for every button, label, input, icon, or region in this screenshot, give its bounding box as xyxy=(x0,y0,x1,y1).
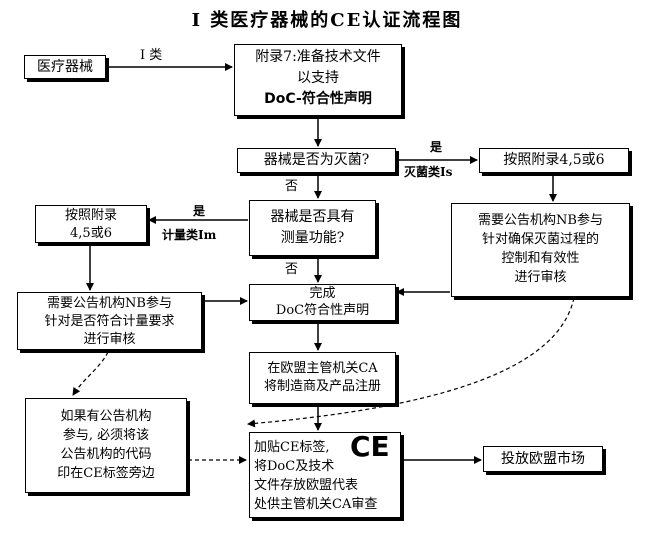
complete-line1: 完成 xyxy=(309,286,336,301)
annex7-line3: DoC-符合性声明 xyxy=(235,89,401,110)
dashed-nbsterile-to-code xyxy=(247,297,575,428)
annex456-right-box: 按照附录4,5或6 xyxy=(479,148,629,173)
medical-device-box: 医疗器械 xyxy=(24,55,106,79)
diagram-title: I 类医疗器械的CE认证流程图 xyxy=(191,10,463,31)
nb-sterile-line1: 需要公告机构NB参与 xyxy=(452,211,629,230)
nb-sterile-text1: 需要公告机构NB参与 xyxy=(478,213,603,228)
class1-label: I 类 xyxy=(140,48,163,63)
annex7-box: 附录7:准备技术文件 以支持 DoC-符合性声明 xyxy=(234,44,402,116)
nb-measure-line1: 需要公告机构NB参与 xyxy=(47,296,172,311)
nb-measure-line2: 针对是否符合计量要求 xyxy=(44,314,175,329)
yes-label-measure: 是 xyxy=(193,204,206,218)
ce-label-line1: 加贴CE标签, xyxy=(254,440,330,455)
nb-sterile-line4: 进行审核 xyxy=(514,270,567,285)
yes-label-sterile: 是 xyxy=(430,140,443,154)
sterile-class-label: 灭菌类Is xyxy=(404,165,453,179)
sterile-question-box: 器械是否为灭菌? xyxy=(237,148,396,173)
nb-code-line2: 参与, 必须将该 xyxy=(62,428,150,443)
ca-line1: 在欧盟主管机关CA xyxy=(267,361,378,376)
ca-line2: 将制造商及产品注册 xyxy=(263,379,381,394)
nb-sterile-line2: 针对确保灭菌过程的 xyxy=(481,232,599,247)
nb-code-box: 如果有公告机构 参与, 必须将该 公告机构的代码 印在CE标签旁边 xyxy=(25,398,187,493)
annex7-line1: 附录7:准备技术文件 xyxy=(255,49,381,65)
nb-code-line4: 印在CE标签旁边 xyxy=(57,466,155,481)
ca-register-box: 在欧盟主管机关CA 将制造商及产品注册 xyxy=(249,352,396,404)
annex-left-line1: 按照附录 xyxy=(64,208,117,223)
nb-code-line3: 公告机构的代码 xyxy=(60,447,152,462)
dashed-nbmeasure-to-code xyxy=(72,351,109,396)
annex7-line2: 以支持 xyxy=(297,70,339,86)
complete-line2: DoC符合性声明 xyxy=(275,303,370,318)
complete-doc-box: 完成 DoC符合性声明 xyxy=(249,284,396,321)
ce-label-line2: 将DoC及技术 xyxy=(254,459,335,474)
ce-label-line4: 处供主管机关CA审查 xyxy=(254,497,378,512)
nb-sterile-line3: 控制和有效性 xyxy=(501,251,580,266)
no-label-2: 否 xyxy=(285,262,299,277)
measure-class-label: 计量类Im xyxy=(162,228,217,242)
annex-left-line2: 4,5或6 xyxy=(70,226,112,241)
nb-sterile-box: 需要公告机构NB参与 针对确保灭菌过程的 控制和有效性 进行审核 xyxy=(451,203,630,297)
doc-bold: DoC-符合性声明 xyxy=(264,91,372,107)
nb-code-line1: 如果有公告机构 xyxy=(60,409,152,424)
ce-mark-icon: CE xyxy=(350,430,390,463)
nb-measure-line3: 进行审核 xyxy=(83,332,136,347)
ce-label-box: 加贴CE标签, 将DoC及技术 文件存放欧盟代表 处供主管机关CA审查 CE xyxy=(249,432,401,518)
annex456-left-box: 按照附录 4,5或6 xyxy=(35,205,147,243)
measure-q-line2: 测量功能? xyxy=(280,230,345,246)
measure-q-line1: 器械是否具有 xyxy=(270,209,355,225)
measure-question-box: 器械是否具有 测量功能? xyxy=(249,200,376,256)
nb-measure-box: 需要公告机构NB参与 针对是否符合计量要求 进行审核 xyxy=(17,292,202,350)
no-label-1: 否 xyxy=(285,179,299,194)
ce-label-line3: 文件存放欧盟代表 xyxy=(254,478,359,493)
market-box: 投放欧盟市场 xyxy=(483,446,603,472)
